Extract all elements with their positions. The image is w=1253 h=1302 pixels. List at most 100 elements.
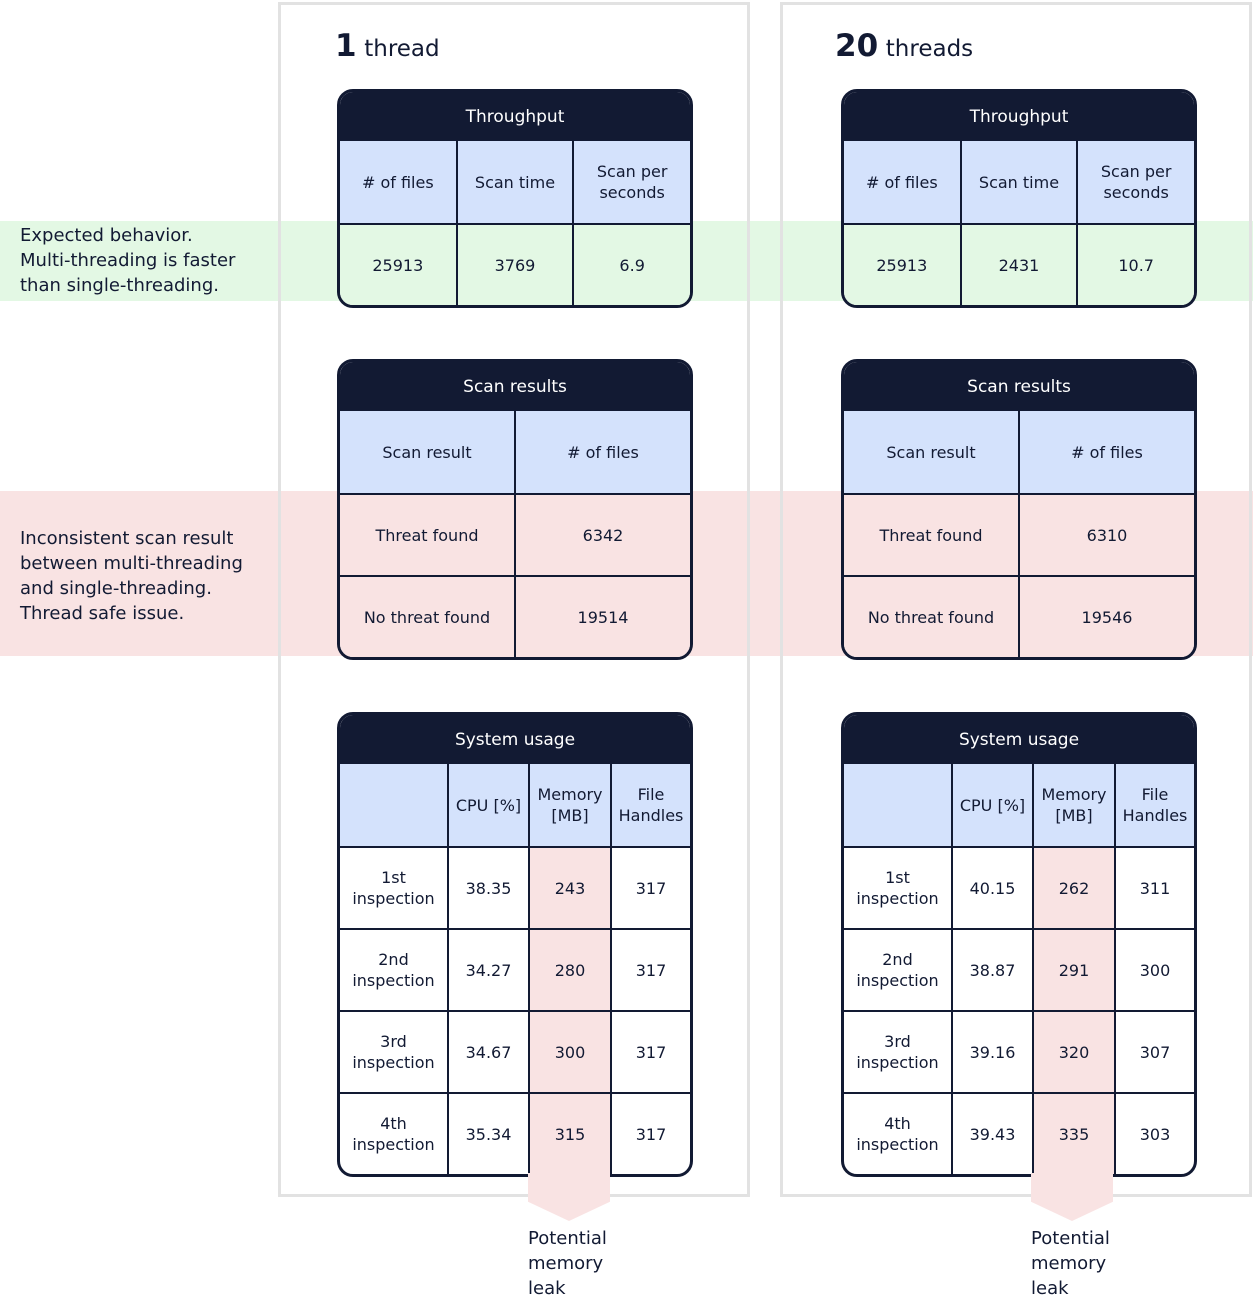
- inspection-cell: 3rd inspection: [844, 1010, 952, 1093]
- memory-cell: 262: [1032, 846, 1115, 929]
- header-scan-time: Scan time: [455, 141, 574, 224]
- file-count-cell: 19546: [1018, 575, 1194, 657]
- scan-time-cell: 2431: [959, 223, 1078, 305]
- table-row: Threat found 6342: [340, 493, 690, 576]
- scan-results-table: Scan results Scan result # of files Thre…: [841, 359, 1197, 660]
- throughput-table: Throughput # of files Scan time Scan per…: [841, 89, 1197, 308]
- header-scan-time: Scan time: [959, 141, 1078, 224]
- inspection-cell: 1st inspection: [340, 846, 448, 929]
- scan-rate-cell: 6.9: [572, 223, 690, 305]
- header-file-count: # of files: [844, 141, 961, 224]
- inspection-cell: 4th inspection: [340, 1092, 448, 1174]
- file-count-cell: 6342: [514, 493, 690, 576]
- file-handles-cell: 317: [610, 1010, 690, 1093]
- cpu-cell: 38.87: [951, 928, 1033, 1011]
- system-usage-title: System usage: [844, 715, 1194, 764]
- header-cpu: CPU [%]: [447, 764, 529, 847]
- table-row: No threat found 19546: [844, 575, 1194, 657]
- memory-cell: 320: [1032, 1010, 1115, 1093]
- memory-cell: 291: [1032, 928, 1115, 1011]
- memory-leak-arrow: [528, 1173, 610, 1221]
- header-memory: Memory [MB]: [528, 764, 611, 847]
- throughput-title: Throughput: [844, 92, 1194, 141]
- memory-cell: 335: [1032, 1092, 1115, 1174]
- memory-leak-label: Potential memory leak: [528, 1228, 607, 1299]
- file-handles-cell: 311: [1114, 846, 1194, 929]
- file-handles-cell: 300: [1114, 928, 1194, 1011]
- throughput-title: Throughput: [340, 92, 690, 141]
- thread-count: 1: [335, 28, 357, 64]
- header-file-count: # of files: [1018, 411, 1194, 494]
- header-file-handles: File Handles: [1114, 764, 1194, 847]
- scan-results-title: Scan results: [340, 362, 690, 411]
- header-file-count: # of files: [514, 411, 690, 494]
- file-count-cell: 19514: [514, 575, 690, 657]
- scan-result-cell: No threat found: [340, 575, 515, 657]
- scan-result-cell: No threat found: [844, 575, 1019, 657]
- scan-results-title: Scan results: [844, 362, 1194, 411]
- header-scan-per-second: Scan per seconds: [1076, 141, 1194, 224]
- memory-cell: 280: [528, 928, 611, 1011]
- thread-unit: thread: [364, 36, 440, 62]
- table-row: 25913 3769 6.9: [340, 223, 690, 305]
- table-row: 4th inspection 39.43 335 303: [844, 1092, 1194, 1174]
- thread-count: 20: [835, 28, 879, 64]
- inspection-cell: 2nd inspection: [340, 928, 448, 1011]
- file-count-cell: 25913: [844, 223, 961, 305]
- cpu-cell: 35.34: [447, 1092, 529, 1174]
- scan-results-table: Scan results Scan result # of files Thre…: [337, 359, 693, 660]
- memory-cell: 315: [528, 1092, 611, 1174]
- column-title: 1 thread: [335, 31, 440, 62]
- throughput-table: Throughput # of files Scan time Scan per…: [337, 89, 693, 308]
- memory-leak-label: Potential memory leak: [1031, 1228, 1110, 1299]
- file-handles-cell: 317: [610, 846, 690, 929]
- table-row: Threat found 6310: [844, 493, 1194, 576]
- scan-time-cell: 3769: [455, 223, 574, 305]
- file-handles-cell: 317: [610, 928, 690, 1011]
- column-title: 20 threads: [835, 31, 973, 62]
- cpu-cell: 34.67: [447, 1010, 529, 1093]
- header-file-handles: File Handles: [610, 764, 690, 847]
- system-usage-table: System usage CPU [%] Memory [MB] File Ha…: [337, 712, 693, 1177]
- file-handles-cell: 303: [1114, 1092, 1194, 1174]
- inspection-cell: 2nd inspection: [844, 928, 952, 1011]
- header-scan-result: Scan result: [340, 411, 515, 494]
- table-row: No threat found 19514: [340, 575, 690, 657]
- header-memory: Memory [MB]: [1032, 764, 1115, 847]
- table-row: 4th inspection 35.34 315 317: [340, 1092, 690, 1174]
- multi-thread-column: 20 threads Throughput # of files Scan ti…: [780, 2, 1252, 1197]
- header-inspection: [340, 764, 448, 847]
- header-cpu: CPU [%]: [951, 764, 1033, 847]
- file-count-cell: 6310: [1018, 493, 1194, 576]
- memory-cell: 300: [528, 1010, 611, 1093]
- header-scan-per-second: Scan per seconds: [572, 141, 690, 224]
- cpu-cell: 39.43: [951, 1092, 1033, 1174]
- table-row: 1st inspection 40.15 262 311: [844, 846, 1194, 929]
- file-handles-cell: 307: [1114, 1010, 1194, 1093]
- cpu-cell: 38.35: [447, 846, 529, 929]
- cpu-cell: 39.16: [951, 1010, 1033, 1093]
- file-count-cell: 25913: [340, 223, 457, 305]
- header-scan-result: Scan result: [844, 411, 1019, 494]
- header-file-count: # of files: [340, 141, 457, 224]
- table-row: 2nd inspection 34.27 280 317: [340, 928, 690, 1011]
- scan-result-cell: Threat found: [844, 493, 1019, 576]
- scan-rate-cell: 10.7: [1076, 223, 1194, 305]
- table-row: 3rd inspection 34.67 300 317: [340, 1010, 690, 1093]
- file-handles-cell: 317: [610, 1092, 690, 1174]
- header-inspection: [844, 764, 952, 847]
- inspection-cell: 3rd inspection: [340, 1010, 448, 1093]
- table-row: 25913 2431 10.7: [844, 223, 1194, 305]
- inspection-cell: 4th inspection: [844, 1092, 952, 1174]
- thread-unit: threads: [885, 36, 974, 62]
- memory-leak-arrow: [1031, 1173, 1113, 1221]
- inconsistent-result-note: Inconsistent scan result between multi-t…: [20, 528, 243, 624]
- table-row: 3rd inspection 39.16 320 307: [844, 1010, 1194, 1093]
- inspection-cell: 1st inspection: [844, 846, 952, 929]
- system-usage-table: System usage CPU [%] Memory [MB] File Ha…: [841, 712, 1197, 1177]
- memory-cell: 243: [528, 846, 611, 929]
- table-row: 1st inspection 38.35 243 317: [340, 846, 690, 929]
- single-thread-column: 1 thread Throughput # of files Scan time…: [278, 2, 750, 1197]
- cpu-cell: 34.27: [447, 928, 529, 1011]
- system-usage-title: System usage: [340, 715, 690, 764]
